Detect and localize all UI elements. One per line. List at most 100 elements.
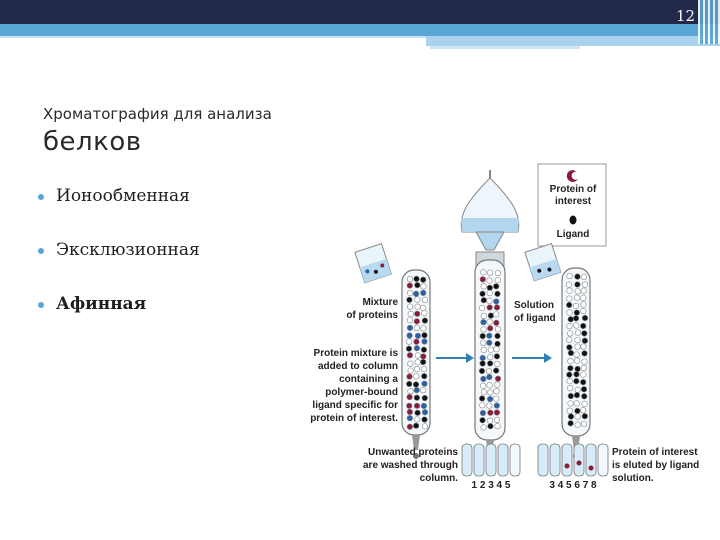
washed-text-3: column. — [420, 473, 459, 484]
bead-mark — [566, 295, 573, 302]
bead-mark — [413, 345, 420, 352]
bead-mark — [566, 407, 573, 414]
bead-mark — [581, 400, 588, 407]
bead-mark — [493, 319, 500, 326]
ligand-icon — [569, 215, 577, 225]
bead-mark — [580, 379, 587, 386]
bead-mark — [573, 322, 580, 329]
bead-mark — [574, 281, 581, 288]
bead-mark — [406, 276, 414, 283]
bead-mark — [567, 330, 574, 337]
bead-mark — [413, 402, 421, 409]
bead-mark — [567, 365, 574, 372]
collection-tubes-left — [461, 443, 521, 477]
bead-mark — [493, 416, 501, 423]
bead-mark — [486, 318, 493, 325]
bead-mark — [413, 318, 420, 325]
bead-mark — [413, 338, 420, 345]
bullet-item-exclusion: Эксклюзионная — [36, 240, 200, 294]
bead-mark — [421, 409, 429, 416]
collection-tubes-right — [537, 443, 609, 477]
mixture-label-line1: Mixture — [362, 297, 398, 308]
bead-mark — [572, 302, 580, 310]
bead-mark — [580, 364, 588, 371]
bead-mark — [414, 409, 421, 416]
bead-mark — [421, 380, 428, 387]
bead-mark — [487, 423, 494, 430]
bullet-text: Эксклюзионная — [56, 240, 200, 260]
bead-mark — [420, 283, 427, 290]
bead-mark — [421, 338, 428, 345]
bead-mark — [413, 394, 420, 401]
bead-mark — [421, 332, 428, 339]
bead-mark — [493, 311, 500, 318]
step1-text-2: added to column — [318, 361, 398, 372]
bead-mark — [480, 269, 487, 276]
bead-mark — [574, 407, 581, 415]
bead-mark — [493, 402, 500, 409]
bead-mark — [493, 367, 500, 374]
eluted-text-2: is eluted by ligand — [612, 460, 699, 471]
bead-mark — [580, 307, 587, 315]
bead-mark — [406, 317, 414, 324]
column-beads — [405, 269, 589, 431]
bead-mark — [580, 322, 587, 330]
bead-mark — [480, 339, 487, 346]
bead-mark — [421, 310, 428, 317]
bead-mark — [566, 323, 573, 330]
step1-text-6: protein of interest. — [310, 413, 398, 424]
bead-mark — [580, 343, 587, 350]
bead-mark — [572, 315, 580, 322]
bead-mark — [581, 413, 588, 420]
bead-mark — [414, 282, 421, 289]
bead-mark — [486, 284, 493, 291]
bead-mark — [494, 326, 502, 333]
bead-mark — [486, 269, 494, 276]
bead-mark — [407, 310, 414, 318]
bead-mark — [486, 339, 493, 346]
bead-mark — [413, 324, 421, 331]
bead-mark — [566, 301, 573, 309]
bead-mark — [581, 350, 588, 357]
bullet-dot-icon — [38, 302, 44, 308]
bead-mark — [421, 416, 428, 423]
bead-mark — [565, 281, 573, 288]
bead-mark — [567, 400, 574, 407]
bead-mark — [486, 373, 493, 381]
bead-mark — [406, 380, 413, 388]
bead-mark — [574, 386, 581, 394]
bead-mark — [573, 392, 581, 399]
step1-text-1: Protein mixture is — [314, 348, 399, 359]
bead-mark — [573, 378, 580, 385]
bead-mark — [494, 340, 501, 347]
bead-mark — [421, 373, 428, 380]
bead-mark — [494, 375, 502, 382]
bead-mark — [414, 310, 421, 317]
bead-mark — [487, 409, 494, 416]
bead-mark — [486, 277, 493, 284]
bead-mark — [494, 269, 502, 277]
bullet-text: Ионообменная — [56, 186, 190, 206]
bead-mark — [494, 381, 501, 388]
bead-mark — [480, 389, 487, 396]
bead-mark — [566, 344, 573, 351]
beaker-solution-icon — [524, 243, 562, 282]
bead-mark — [573, 309, 580, 316]
bead-mark — [566, 371, 573, 378]
bead-mark — [580, 273, 588, 280]
header-band-accent-thin — [430, 46, 580, 49]
bead-mark — [420, 387, 427, 394]
bead-mark — [494, 332, 501, 340]
bead-mark — [574, 288, 581, 295]
bead-mark — [479, 417, 486, 424]
bead-mark — [479, 409, 487, 417]
eluted-text-3: solution. — [612, 473, 654, 484]
bullet-dot-icon — [38, 248, 44, 254]
bead-mark — [581, 337, 589, 344]
bead-mark — [566, 309, 573, 316]
bead-mark — [480, 346, 487, 353]
bead-mark — [580, 294, 587, 301]
bead-mark — [574, 421, 581, 428]
bead-mark — [487, 346, 494, 353]
bead-mark — [414, 332, 422, 339]
